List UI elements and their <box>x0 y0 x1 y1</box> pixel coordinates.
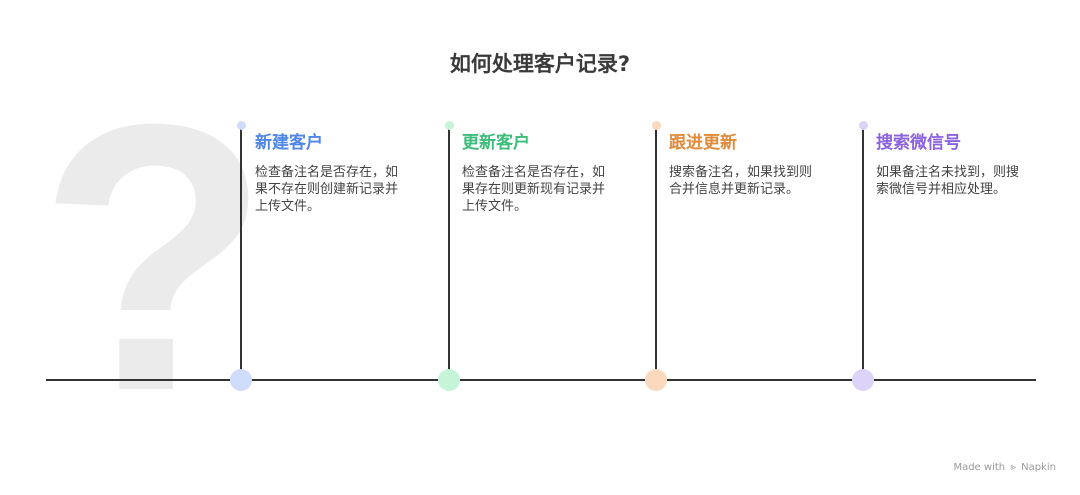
footer-brand: Napkin <box>1021 462 1056 473</box>
question-mark-icon: ? <box>38 45 271 470</box>
step-2-top-dot <box>445 121 454 130</box>
step-4-top-dot <box>859 121 868 130</box>
timeline-baseline <box>46 379 1036 381</box>
footer-attribution: Made with ⪢ Napkin <box>953 462 1056 473</box>
step-2-bottom-dot <box>438 369 460 391</box>
step-1-description: 检查备注名是否存在，如果不存在则创建新记录并上传文件。 <box>255 165 399 214</box>
step-2-description: 检查备注名是否存在，如果存在则更新现有记录并上传文件。 <box>462 165 606 214</box>
step-3-description: 搜索备注名，如果找到则合并信息并更新记录。 <box>669 165 813 197</box>
step-1-top-dot <box>237 121 246 130</box>
step-4-description: 如果备注名未找到，则搜索微信号并相应处理。 <box>876 165 1020 197</box>
step-1-bottom-dot <box>230 369 252 391</box>
step-1-heading: 新建客户 <box>255 133 323 153</box>
step-3-top-dot <box>652 121 661 130</box>
step-2-heading: 更新客户 <box>462 133 530 153</box>
step-3-heading: 跟进更新 <box>669 133 737 153</box>
napkin-logo-icon: ⪢ <box>1010 462 1016 473</box>
step-2-line <box>448 127 450 379</box>
step-1-line <box>240 127 242 379</box>
step-4-line <box>862 127 864 379</box>
step-3-line <box>655 127 657 379</box>
diagram-title: 如何处理客户记录? <box>449 52 631 76</box>
step-3-bottom-dot <box>645 369 667 391</box>
footer-made-with: Made with <box>953 462 1006 473</box>
step-4-bottom-dot <box>852 369 874 391</box>
step-4-heading: 搜索微信号 <box>876 133 961 153</box>
